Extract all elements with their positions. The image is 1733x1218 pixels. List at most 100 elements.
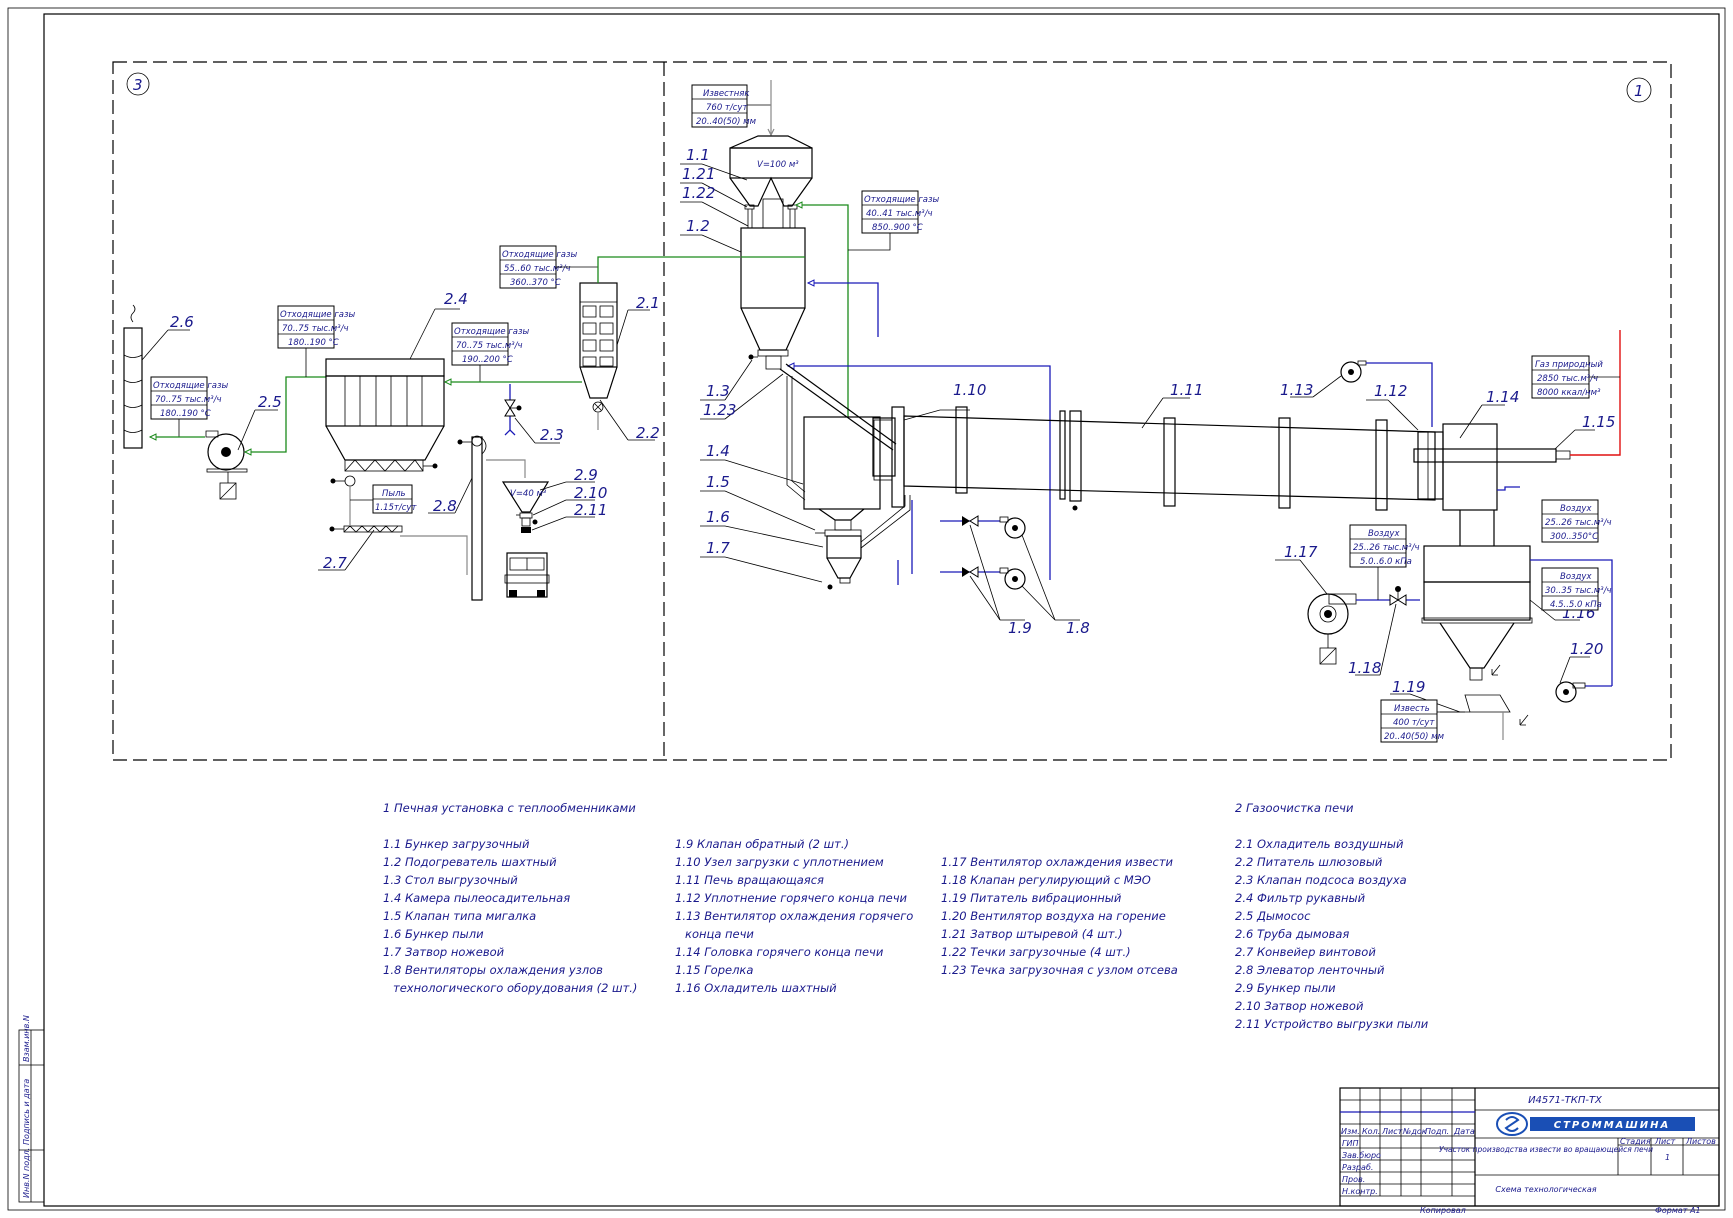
legend-item: 1.23 Течка загрузочная с узлом отсева	[941, 963, 1178, 977]
flow-arrow-icon	[148, 433, 157, 441]
doc-code: И4571-ТКП-ТХ	[1528, 1095, 1603, 1106]
zone-3-label: 3	[133, 76, 143, 94]
svg-text:Известняк: Известняк	[703, 89, 750, 99]
loading-bunker-1-1: V=100 м³	[729, 135, 813, 229]
zone-1-marker	[1626, 77, 1652, 103]
tag-2-9: 2.9	[574, 466, 598, 484]
tag-2-10: 2.10	[574, 484, 607, 502]
svg-text:850..900 °С: 850..900 °С	[872, 223, 923, 233]
svg-text:Отходящие газы: Отходящие газы	[864, 195, 940, 205]
tag-1-21: 1.21	[682, 165, 715, 183]
legend-item: 1.13 Вентилятор охлаждения горячего	[675, 909, 913, 923]
side-stamp: Инв.N подл. Подпись и дата Взам.инв.N	[18, 1015, 45, 1203]
svg-text:Н.контр.: Н.контр.	[1342, 1187, 1378, 1196]
svg-text:8000 ккал/нм³: 8000 ккал/нм³	[1537, 388, 1601, 398]
svg-text:360..370 °С: 360..370 °С	[510, 278, 561, 288]
tag-1-14: 1.14	[1486, 388, 1519, 406]
svg-text:760 т/сут: 760 т/сут	[706, 103, 748, 113]
svg-text:Взам.инв.N: Взам.инв.N	[22, 1015, 31, 1062]
lime-cooling-fan-1-17	[1275, 559, 1357, 665]
tag-1-17: 1.17	[1284, 543, 1318, 561]
tag-1-15: 1.15	[1582, 413, 1615, 431]
svg-text:Инв.N подл.: Инв.N подл.	[22, 1148, 31, 1198]
object-name: Участок производства извести во вращающе…	[1439, 1145, 1653, 1154]
legend-item: 1.22 Течки загрузочные (4 шт.)	[941, 945, 1131, 959]
svg-text:Лист: Лист	[1654, 1137, 1676, 1146]
svg-text:4.5..5.0 кПа: 4.5..5.0 кПа	[1550, 600, 1602, 610]
sheet-outer-border	[7, 7, 1726, 1211]
svg-text:70..75 тыс.м³/ч: 70..75 тыс.м³/ч	[282, 324, 348, 334]
legend-item: 2.4 Фильтр рукавный	[1235, 891, 1366, 905]
control-valve-1-18	[1355, 586, 1407, 676]
tag-1-10: 1.10	[953, 381, 986, 399]
svg-text:Зав.бюро: Зав.бюро	[1342, 1151, 1381, 1160]
svg-text:Известь: Известь	[1394, 704, 1430, 714]
dust-bunker-2-9: V=40 м³	[501, 481, 550, 533]
tag-1-5: 1.5	[706, 473, 730, 491]
tag-1-22: 1.22	[682, 184, 715, 202]
smoke-icon	[130, 304, 136, 323]
legend-item: 1.6 Бункер пыли	[383, 927, 484, 941]
legend-item: 2.10 Затвор ножевой	[1235, 999, 1364, 1013]
legend-item: 2.9 Бункер пыли	[1235, 981, 1336, 995]
svg-text:2850 тыс.м³/ч: 2850 тыс.м³/ч	[1537, 374, 1598, 384]
svg-text:180..190 °С: 180..190 °С	[160, 409, 211, 419]
legend-item: 2.7 Конвейер винтовой	[1235, 945, 1376, 959]
shaft-preheater-1-2	[740, 227, 806, 370]
legend-group-2-title: 2 Газоочистка печи	[1235, 801, 1354, 815]
tag-1-4: 1.4	[706, 442, 730, 460]
svg-text:30..35 тыс.м³/ч: 30..35 тыс.м³/ч	[1545, 586, 1611, 596]
legend-item: 2.5 Дымосос	[1235, 909, 1311, 923]
legend-item: 1.11 Печь вращающаяся	[675, 873, 824, 887]
tag-1-2: 1.2	[686, 217, 710, 235]
bag-filter-2-4	[325, 308, 460, 472]
bucket-elevator-2-8	[428, 435, 487, 601]
title-block: Изм. Кол. Лист №док Подп. Дата ГИП Зав.б…	[1339, 1087, 1720, 1215]
zone-1-label: 1	[1634, 82, 1644, 100]
svg-text:300..350°С: 300..350°С	[1550, 532, 1598, 542]
info-box-gas-preheater: Отходящие газы 40..41 тыс.м³/ч 850..900 …	[861, 190, 940, 234]
svg-text:Подп.: Подп.	[1425, 1127, 1449, 1136]
tag-2-6: 2.6	[170, 313, 194, 331]
svg-text:Отходящие газы: Отходящие газы	[454, 327, 530, 337]
sheet-frame	[43, 13, 1720, 1207]
stack-2-6	[123, 304, 190, 449]
company-name: СТРОММАШИНА	[1554, 1120, 1670, 1131]
zone-3-marker	[126, 72, 150, 96]
svg-text:Отходящие газы: Отходящие газы	[153, 381, 229, 391]
company-logo-icon	[1496, 1112, 1528, 1136]
svg-text:190..200 °С: 190..200 °С	[462, 355, 513, 365]
legend-column-2: 1.9 Клапан обратный (2 шт.)1.10 Узел заг…	[675, 837, 913, 995]
legend-item: 1.9 Клапан обратный (2 шт.)	[675, 837, 849, 851]
kiln-head-1-14	[1442, 404, 1505, 511]
info-box-natural-gas: Газ природный 2850 тыс.м³/ч 8000 ккал/нм…	[1531, 355, 1603, 399]
flow-arrow-icon	[443, 378, 452, 386]
svg-text:1.15т/сут: 1.15т/сут	[375, 503, 417, 513]
flow-arrow-icon	[794, 201, 803, 209]
legend-item: 1.14 Головка горячего конца печи	[675, 945, 884, 959]
info-box-gas-filter-out: Отходящие газы 70..75 тыс.м³/ч 180..190 …	[277, 305, 356, 349]
legend-item: технологического оборудования (2 шт.)	[393, 981, 637, 995]
svg-text:70..75 тыс.м³/ч: 70..75 тыс.м³/ч	[456, 341, 522, 351]
flow-arrow-icon	[806, 279, 815, 287]
tag-1-23: 1.23	[703, 401, 736, 419]
zone-frame	[112, 61, 1672, 761]
info-box-gas-stack: Отходящие газы 70..75 тыс.м³/ч 180..190 …	[150, 376, 229, 420]
sheet-title: Схема технологическая	[1495, 1185, 1596, 1194]
tag-2-4: 2.4	[444, 290, 468, 308]
info-box-air-burner: Воздух 25..26 тыс.м³/ч 300..350°С	[1541, 499, 1611, 543]
legend-item: 1.4 Камера пылеосадительная	[383, 891, 570, 905]
tag-1-1: 1.1	[686, 146, 710, 164]
burner-1-15	[1413, 429, 1595, 463]
info-box-lime: Известь 400 т/сут 20..40(50) мм	[1380, 699, 1445, 743]
info-box-dust: Пыль 1.15т/сут	[372, 484, 417, 514]
svg-text:Пров.: Пров.	[1342, 1175, 1365, 1184]
svg-text:V=100 м³: V=100 м³	[757, 160, 799, 170]
svg-text:Изм.: Изм.	[1341, 1127, 1360, 1136]
svg-text:70..75 тыс.м³/ч: 70..75 тыс.м³/ч	[155, 395, 221, 405]
info-box-gas-filter-in: Отходящие газы 70..75 тыс.м³/ч 190..200 …	[451, 322, 530, 366]
tag-2-1: 2.1	[636, 294, 660, 312]
legend-item: 1.5 Клапан типа мигалка	[383, 909, 536, 923]
